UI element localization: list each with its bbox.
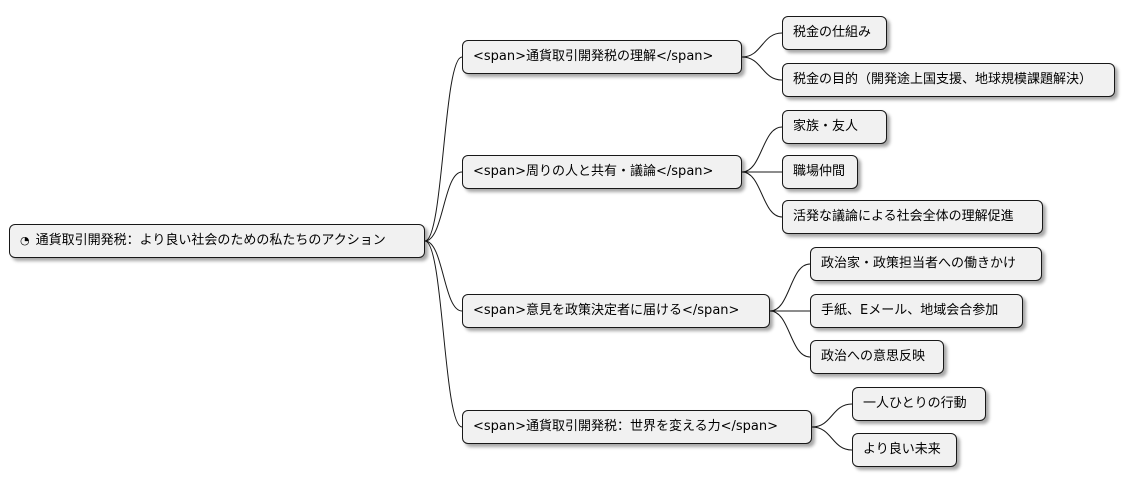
connector-line — [811, 403, 853, 428]
leaf-node: 税金の仕組み — [782, 16, 887, 50]
connector-line — [424, 171, 463, 242]
leaf-node: 手紙、Eメール、地域会合参加 — [810, 294, 1023, 328]
connector-line — [741, 32, 783, 58]
leaf-node-label: 政治への意思反映 — [821, 349, 926, 364]
leaf-node-label: 家族・友人 — [793, 119, 859, 134]
leaf-node-label: 税金の仕組み — [793, 25, 872, 40]
connector-line — [741, 56, 783, 81]
branch-node-share-discuss: <span>周りの人と共有・議論</span> — [462, 155, 742, 189]
leaf-node: より良い未来 — [852, 433, 957, 467]
leaf-node-label: 税金の目的（開発途上国支援、地球規模課題解決） — [793, 72, 1093, 87]
connector-line — [811, 426, 853, 451]
leaf-node-label: 一人ひとりの行動 — [863, 396, 967, 411]
leaf-node-label: 活発な議論による社会全体の理解促進 — [793, 209, 1014, 224]
connector-line — [741, 126, 783, 173]
leaf-node-label: より良い未来 — [863, 442, 941, 457]
branch-node-change-world: <span>通貨取引開発税：世界を変える力</span> — [462, 410, 812, 444]
leaf-node: 活発な議論による社会全体の理解促進 — [782, 200, 1043, 234]
branch-node-label: <span>通貨取引開発税：世界を変える力</span> — [473, 419, 779, 434]
leaf-node: 職場仲間 — [782, 155, 858, 189]
clock-icon: ◔ — [20, 234, 30, 247]
branch-node-policy-makers: <span>意見を政策決定者に届ける</span> — [462, 294, 770, 328]
connector-line — [741, 171, 783, 218]
branch-node-label: <span>周りの人と共有・議論</span> — [473, 164, 714, 179]
leaf-node: 一人ひとりの行動 — [852, 387, 986, 421]
leaf-node: 税金の目的（開発途上国支援、地球規模課題解決） — [782, 63, 1115, 97]
branch-node-label: <span>通貨取引開発税の理解</span> — [473, 49, 714, 64]
leaf-node: 家族・友人 — [782, 110, 887, 144]
branch-node-understanding: <span>通貨取引開発税の理解</span> — [462, 40, 742, 74]
root-node-label: 通貨取引開発税：より良い社会のための私たちのアクション — [35, 233, 386, 248]
connector-line — [769, 310, 811, 358]
root-node: ◔ 通貨取引開発税：より良い社会のための私たちのアクション — [9, 224, 425, 258]
leaf-node-label: 政治家・政策担当者への働きかけ — [821, 256, 1017, 271]
branch-node-label: <span>意見を政策決定者に届ける</span> — [473, 303, 740, 318]
connector-line — [769, 263, 811, 312]
leaf-node: 政治への意思反映 — [810, 340, 944, 374]
leaf-node-label: 手紙、Eメール、地域会合参加 — [821, 303, 999, 318]
connector-line — [424, 240, 463, 312]
leaf-node-label: 職場仲間 — [793, 164, 846, 179]
connector-line — [424, 240, 463, 428]
leaf-node: 政治家・政策担当者への働きかけ — [810, 247, 1042, 281]
connector-line — [424, 56, 463, 242]
